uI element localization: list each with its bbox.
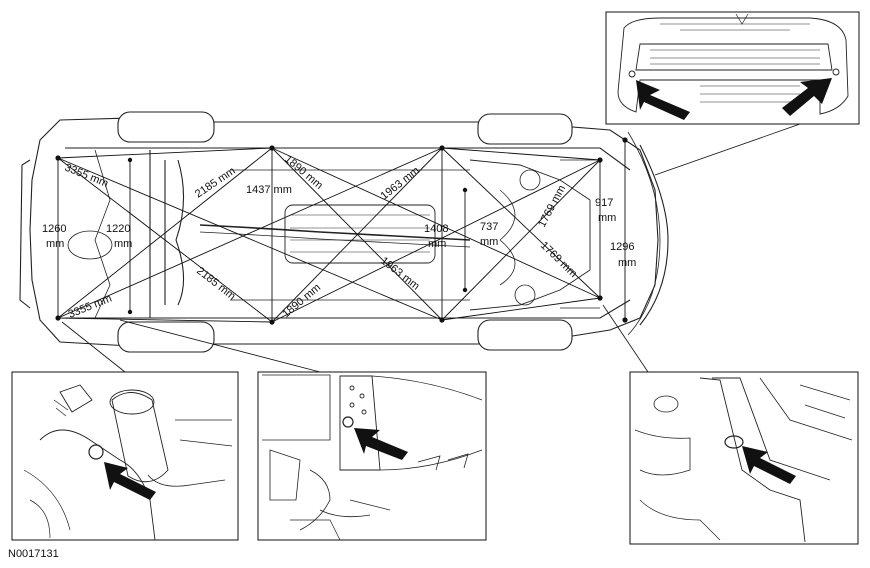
dim-front-width: 1408 [424,223,448,235]
figure-id: N0017131 [8,548,59,560]
inset-front-bumper-detail [605,11,860,125]
dim-rear-width-unit: mm [46,238,64,250]
dim-mid-diag-bottom: 2185 mm [194,265,238,303]
inset-leader-lines [61,123,801,373]
dim-front-width-unit: mm [428,238,446,250]
dim-mid-diag-top: 2185 mm [193,165,238,201]
dim-bumper-width: 1296 [610,241,634,253]
inset-center-floor-detail [257,371,487,541]
dim-front-diag-top: 1769 mm [536,183,568,229]
measurement-lines [57,140,626,323]
dim-bumper-inner-unit: mm [598,212,616,224]
arrow-icon [104,462,156,500]
dim-cross-diag-bottom: 1963 mm [378,255,422,293]
measurement-points [55,137,628,325]
dim-rear-diag-top: 3355 mm [63,162,110,190]
vehicle-underbody [19,111,669,353]
dim-bumper-width-unit: mm [618,257,636,269]
arrow-icon [354,428,408,460]
dim-mid-span: 1437 mm [246,184,292,196]
inset-rear-left-detail [11,371,239,541]
dim-front-inner-width: 737 [480,221,498,233]
dim-front-inner-width-unit: mm [480,236,498,248]
dim-long-diag-bottom: 1890 mm [280,282,323,321]
inset-front-right-detail [629,371,859,545]
dim-rear-inner-width: 1220 [106,223,130,235]
dim-rear-inner-width-unit: mm [114,238,132,250]
dim-bumper-inner: 917 [595,197,613,209]
dim-rear-diag-bottom: 3355 mm [67,292,114,320]
arrow-icon [636,78,832,120]
dim-front-diag-bottom: 1769 mm [538,240,579,280]
arrow-icon [742,446,796,484]
dim-rear-width: 1260 [42,223,66,235]
